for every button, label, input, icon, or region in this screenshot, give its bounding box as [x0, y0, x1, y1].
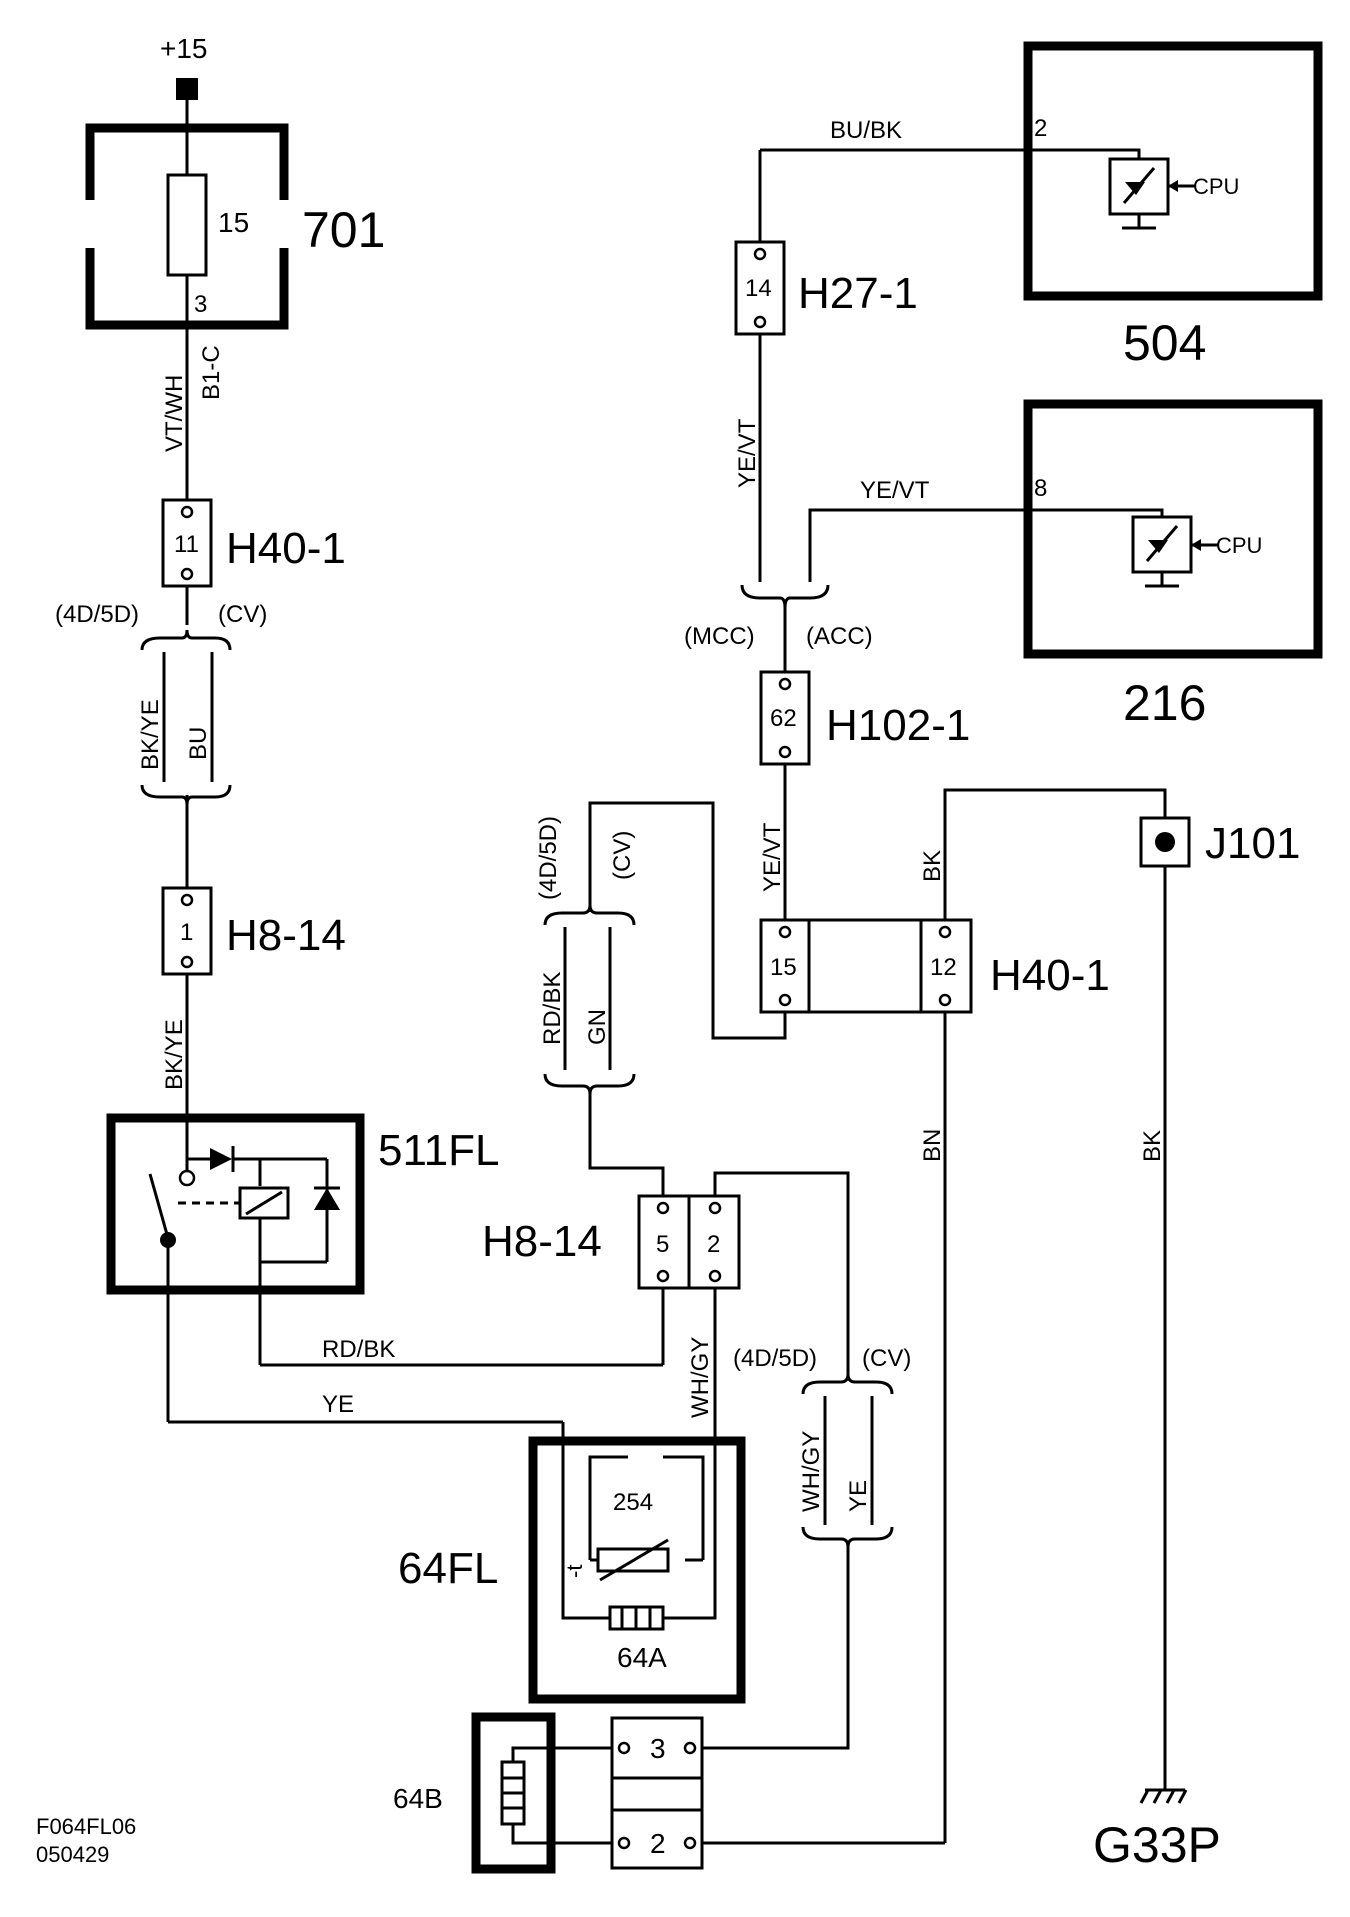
variant-cv-mid: (CV)	[609, 831, 636, 880]
pin-2: 2	[1034, 115, 1047, 142]
variant-4d5d: (4D/5D)	[55, 601, 139, 628]
wire-ref-b1c: B1-C	[198, 345, 225, 400]
module-216: CPU 8 216	[1023, 399, 1323, 731]
connector-h40-1-lower: 15 12 H40-1	[759, 918, 1110, 1014]
wire-bn: BN	[919, 1129, 946, 1162]
connector-label: H40-1	[226, 524, 346, 573]
connector-label: 64B	[393, 1783, 443, 1814]
module-label: 504	[1123, 315, 1206, 371]
pin-2-bottom: 2	[650, 1828, 666, 1859]
connector-label: H40-1	[990, 951, 1110, 1000]
fusebox-701: 15 3 701	[85, 123, 385, 330]
pin-11: 11	[174, 531, 199, 558]
figure-date: 050429	[36, 1842, 109, 1867]
variant-cv-bottom: (CV)	[862, 1345, 911, 1372]
pin-2: 2	[707, 1231, 720, 1258]
wire-rd-bk: RD/BK	[322, 1336, 395, 1363]
wire-ye-bottom: YE	[845, 1480, 872, 1512]
pin-5: 5	[656, 1231, 669, 1258]
connector-h8-14-upper: 1 H8-14	[161, 886, 346, 976]
relay-label: 511FL	[378, 1126, 500, 1175]
ground-g33p: G33P	[1093, 1788, 1221, 1873]
variant-4d5d-bottom: (4D/5D)	[733, 1345, 817, 1372]
variant-acc: (ACC)	[806, 623, 873, 650]
connector-h27-1: 14 H27-1	[734, 240, 918, 336]
module-504: CPU 2 504	[1023, 41, 1323, 371]
wire-ye-vt-1: YE/VT	[734, 418, 761, 488]
fusebox-id: 701	[302, 202, 385, 258]
figure-code: F064FL06	[36, 1814, 136, 1839]
connector-label: H8-14	[482, 1217, 602, 1266]
module-label: 216	[1123, 675, 1206, 731]
wire-bk-ye-2: BK/YE	[161, 1019, 188, 1090]
connector-label: H27-1	[798, 269, 918, 318]
wire-gn: GN	[584, 1009, 611, 1045]
fuse-number: 15	[218, 207, 249, 238]
variant-4d5d-mid: (4D/5D)	[535, 816, 562, 900]
wire-vt-wh: VT/WH	[161, 375, 188, 452]
cpu-label: CPU	[1193, 174, 1239, 199]
wire-wh-gy: WH/GY	[687, 1337, 714, 1418]
variant-cv: (CV)	[218, 601, 267, 628]
wire-ye: YE	[322, 1391, 354, 1418]
pin-1: 1	[180, 919, 193, 946]
connector-h8-14-lower: 5 2 H8-14	[482, 1194, 741, 1290]
pin-62: 62	[770, 705, 797, 732]
heater-inner-254: 254	[613, 1489, 653, 1516]
cpu-label: CPU	[1216, 533, 1262, 558]
pin-15: 15	[770, 954, 797, 981]
wire-bk-ye: BK/YE	[137, 699, 164, 770]
temperature-symbol: -t	[562, 1565, 587, 1578]
wire-ye-vt-3: YE/VT	[759, 822, 786, 892]
wire-bk-2: BK	[1139, 1130, 1166, 1162]
pin-3: 3	[650, 1733, 666, 1764]
heater-64fl: 254 -t 64A 64FL	[398, 1436, 746, 1704]
connector-label: H8-14	[226, 911, 346, 960]
pin-14: 14	[745, 275, 772, 302]
splice-label: J101	[1205, 819, 1300, 868]
wire-ye-vt-2: YE/VT	[860, 477, 930, 504]
pin-12: 12	[930, 954, 957, 981]
wire-bu: BU	[185, 727, 212, 760]
heater-label: 64FL	[398, 1544, 498, 1593]
connector-label: H102-1	[826, 701, 970, 750]
connector-h40-1-upper: 11 H40-1	[161, 498, 346, 588]
connector-64b: 3 2 64B	[393, 1712, 704, 1874]
wire-bu-bk: BU/BK	[830, 117, 902, 144]
supply-terminal: +15	[160, 33, 208, 100]
splice-j101: J101	[1139, 816, 1300, 868]
supply-label: +15	[160, 33, 208, 64]
heater-inner-64a: 64A	[617, 1642, 667, 1673]
variant-mcc: (MCC)	[684, 623, 755, 650]
ground-label: G33P	[1093, 1817, 1221, 1873]
connector-h102-1: 62 H102-1	[759, 670, 970, 766]
wire-wh-gy-bottom: WH/GY	[798, 1431, 825, 1512]
pin-8: 8	[1034, 475, 1047, 502]
fuse-pin: 3	[194, 291, 207, 318]
wire-bk-1: BK	[919, 850, 946, 882]
wire-rd-bk-mid: RD/BK	[539, 972, 566, 1045]
